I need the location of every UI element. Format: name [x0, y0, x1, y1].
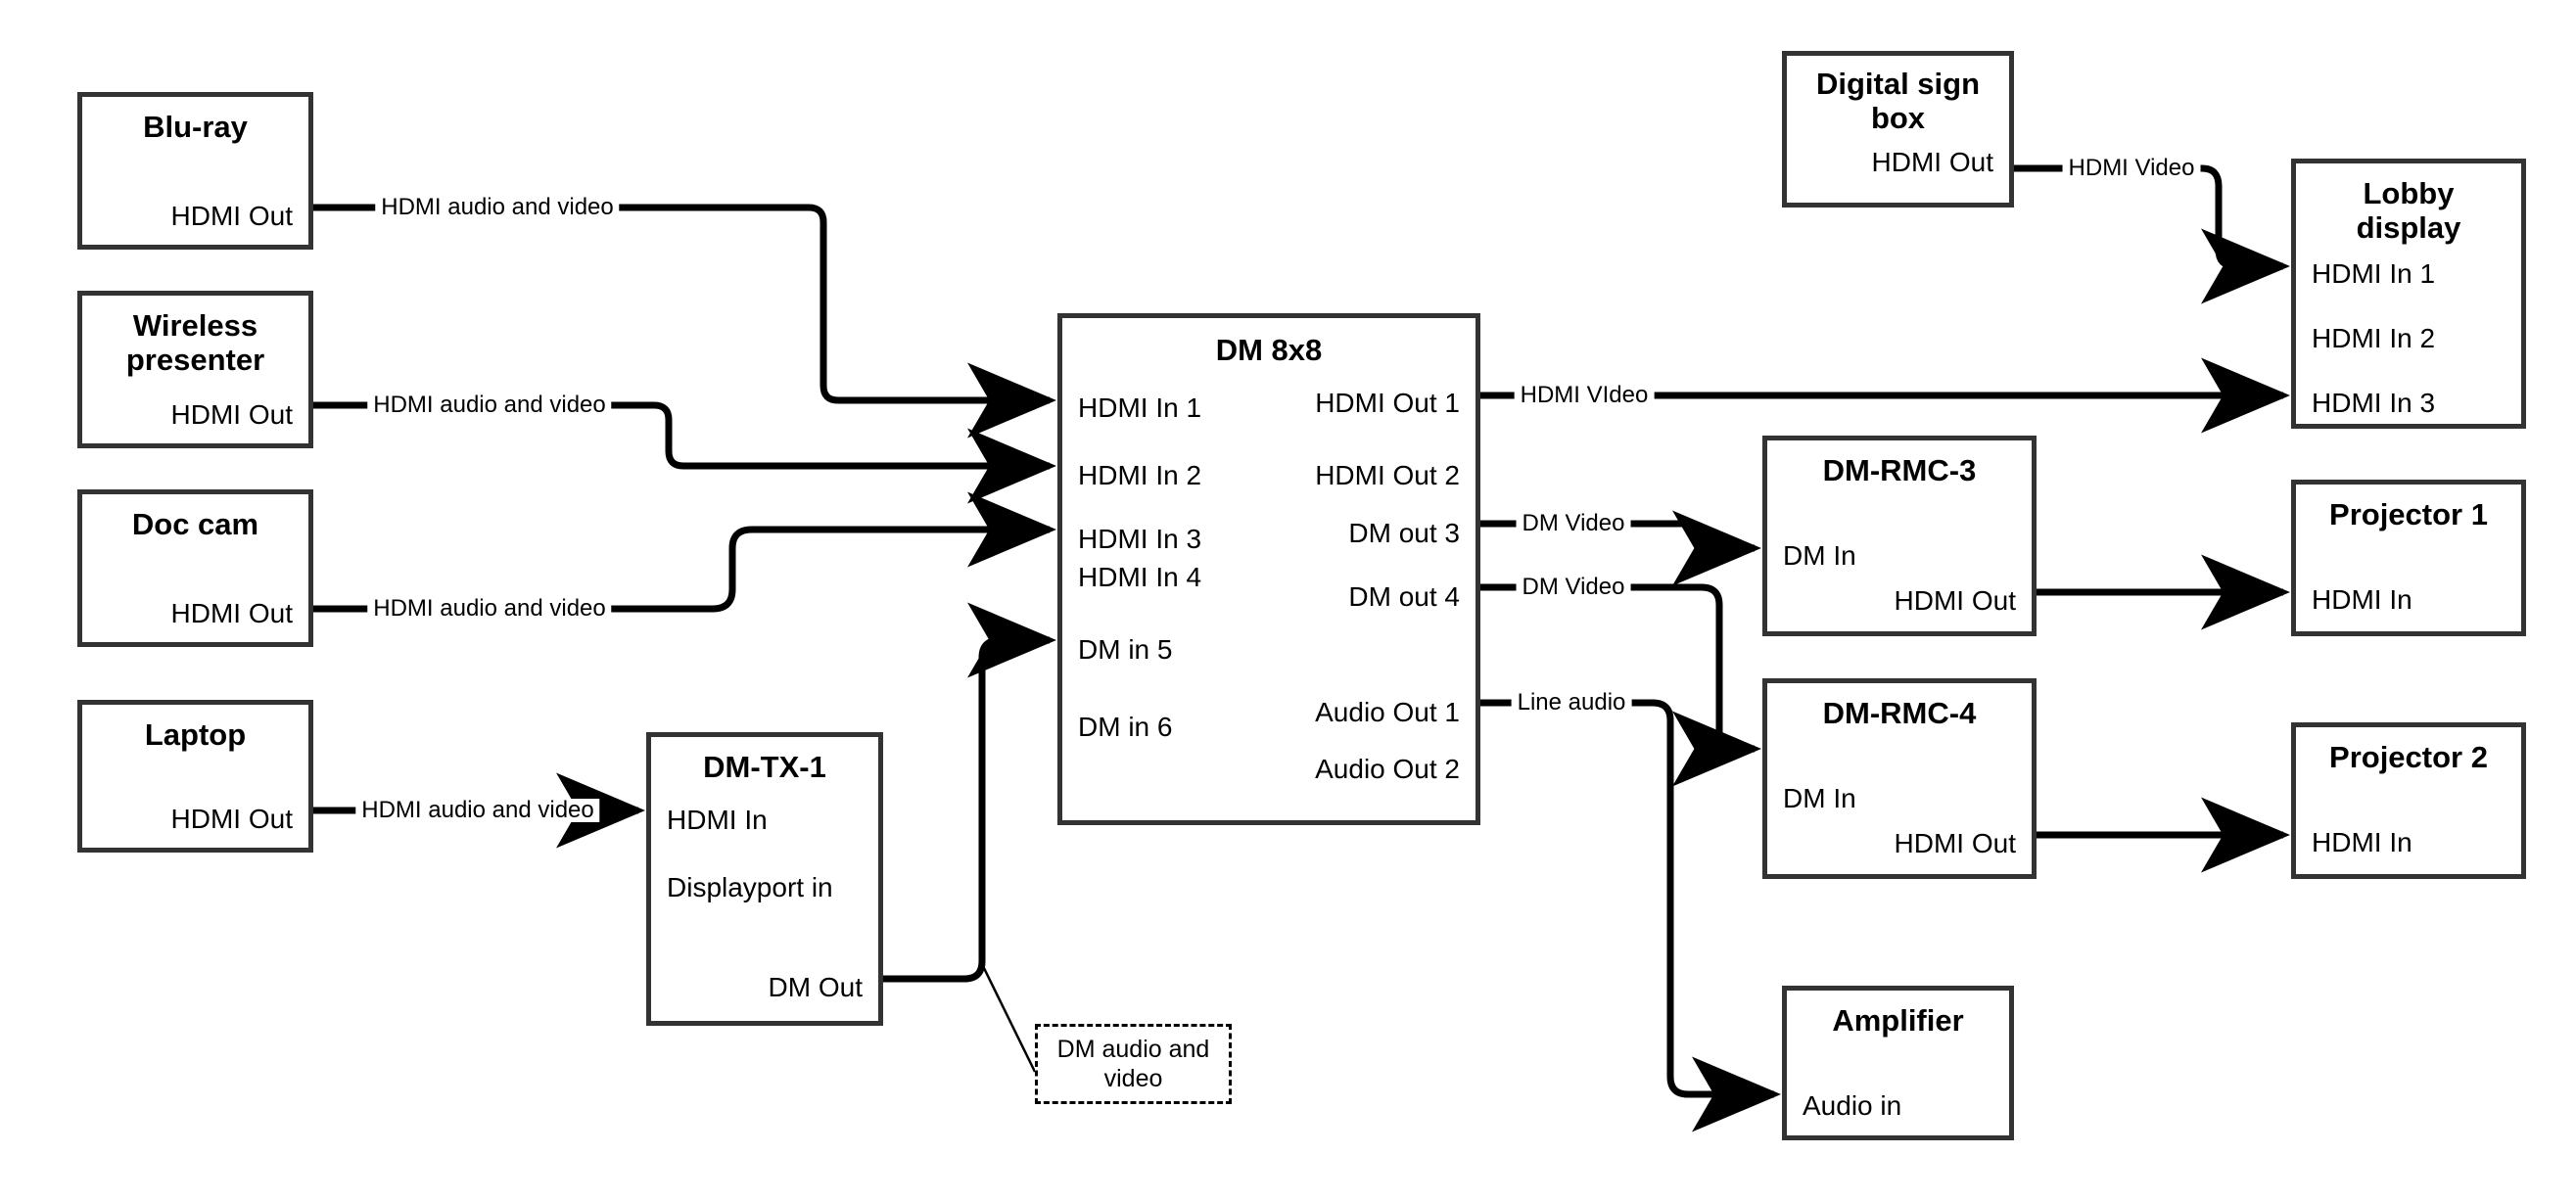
node-doc-cam-title: Doc cam: [131, 507, 259, 541]
node-dm-rmc-4-port-dm-in[interactable]: DM In: [1783, 783, 1856, 813]
node-dm-rmc-4-title: DM-RMC-4: [1822, 696, 1977, 730]
edge-label-sign-to-lobby: HDMI Video: [2062, 157, 2201, 180]
wire-dm8x8-audioout1-to-amplifier: [1480, 699, 1781, 1132]
node-doc-cam-port-hdmi-out[interactable]: HDMI Out: [170, 598, 293, 628]
node-doc-cam[interactable]: Doc cam HDMI Out: [77, 489, 313, 647]
wire-dm8x8-out4-to-dmrmc4: [1480, 583, 1761, 787]
node-lobby-display-title: Lobby display: [2356, 176, 2461, 245]
node-digital-sign-box[interactable]: Digital sign box HDMI Out: [1782, 51, 2014, 208]
node-dm-rmc-3[interactable]: DM-RMC-3 DM In HDMI Out: [1762, 436, 2037, 636]
node-dm-8x8-port-hdmi-in-2[interactable]: HDMI In 2: [1078, 460, 1202, 490]
edge-label-bluray-to-dm8x8: HDMI audio and video: [375, 196, 620, 219]
node-lobby-display-port-hdmi-in-1[interactable]: HDMI In 1: [2312, 258, 2436, 289]
node-bluray-port-hdmi-out[interactable]: HDMI Out: [170, 201, 293, 231]
node-dm-rmc-4[interactable]: DM-RMC-4 DM In HDMI Out: [1762, 678, 2037, 879]
node-dm-8x8-port-audio-out-2[interactable]: Audio Out 2: [1315, 754, 1460, 784]
node-projector-2-title: Projector 2: [2329, 740, 2488, 774]
node-dm-rmc-3-title: DM-RMC-3: [1822, 453, 1977, 487]
node-projector-2-port-hdmi-in[interactable]: HDMI In: [2312, 827, 2412, 857]
node-dm-8x8-port-hdmi-in-4[interactable]: HDMI In 4: [1078, 562, 1202, 592]
edge-label-dm8x8-dm-out-3: DM Video: [1516, 512, 1631, 535]
node-dm-8x8[interactable]: DM 8x8 HDMI In 1 HDMI In 2 HDMI In 3 HDM…: [1057, 313, 1480, 825]
node-digital-sign-box-title: Digital sign box: [1815, 67, 1981, 135]
node-dm-tx-1-port-hdmi-in[interactable]: HDMI In: [667, 805, 768, 835]
node-laptop[interactable]: Laptop HDMI Out: [77, 700, 313, 853]
node-dm-tx-1-title: DM-TX-1: [703, 750, 826, 784]
callout-dm-audio-and-video: DM audio and video: [1035, 1024, 1232, 1104]
node-dm-8x8-port-dm-out-3[interactable]: DM out 3: [1348, 518, 1460, 548]
node-projector-1-title: Projector 1: [2329, 497, 2488, 531]
node-dm-8x8-title: DM 8x8: [1215, 333, 1323, 367]
node-lobby-display[interactable]: Lobby display HDMI In 1 HDMI In 2 HDMI I…: [2291, 159, 2526, 429]
node-lobby-display-port-hdmi-in-3[interactable]: HDMI In 3: [2312, 388, 2436, 418]
node-wireless-presenter-port-hdmi-out[interactable]: HDMI Out: [170, 399, 293, 430]
node-dm-rmc-4-port-hdmi-out[interactable]: HDMI Out: [1894, 828, 2016, 858]
node-dm-8x8-port-dm-in-5[interactable]: DM in 5: [1078, 634, 1173, 665]
leader-dm-audio-video-callout: [980, 963, 1037, 1073]
node-dm-rmc-3-port-hdmi-out[interactable]: HDMI Out: [1894, 585, 2016, 616]
edge-label-doccam-to-dm8x8: HDMI audio and video: [367, 597, 612, 621]
node-dm-tx-1-port-displayport-in[interactable]: Displayport in: [667, 872, 833, 902]
node-digital-sign-box-port-hdmi-out[interactable]: HDMI Out: [1871, 147, 1993, 177]
node-bluray[interactable]: Blu-ray HDMI Out: [77, 92, 313, 250]
wire-dmtx1-to-dm8x8-in5: [883, 602, 1056, 983]
node-bluray-title: Blu-ray: [143, 110, 248, 144]
node-dm-8x8-port-hdmi-in-3[interactable]: HDMI In 3: [1078, 524, 1202, 554]
node-laptop-title: Laptop: [144, 717, 247, 752]
node-amplifier[interactable]: Amplifier Audio in: [1782, 986, 2014, 1140]
node-dm-tx-1-port-dm-out[interactable]: DM Out: [768, 972, 863, 1002]
edge-label-laptop-to-dmtx1: HDMI audio and video: [355, 799, 600, 822]
node-lobby-display-port-hdmi-in-2[interactable]: HDMI In 2: [2312, 323, 2436, 353]
node-amplifier-title: Amplifier: [1832, 1003, 1964, 1038]
node-projector-1-port-hdmi-in[interactable]: HDMI In: [2312, 584, 2412, 615]
node-wireless-presenter-title: Wireless presenter: [125, 308, 265, 377]
node-dm-8x8-port-audio-out-1[interactable]: Audio Out 1: [1315, 697, 1460, 727]
wire-sign-to-lobby-in1: [2014, 164, 2290, 304]
edge-label-dm8x8-dm-out-4: DM Video: [1516, 576, 1631, 599]
node-wireless-presenter[interactable]: Wireless presenter HDMI Out: [77, 291, 313, 448]
wire-bluray-to-dm8x8-in1: [313, 204, 1056, 439]
node-dm-tx-1[interactable]: DM-TX-1 HDMI In Displayport in DM Out: [646, 732, 883, 1026]
node-dm-8x8-port-hdmi-out-2[interactable]: HDMI Out 2: [1315, 460, 1460, 490]
node-dm-8x8-port-hdmi-out-1[interactable]: HDMI Out 1: [1315, 388, 1460, 418]
node-dm-8x8-port-dm-out-4[interactable]: DM out 4: [1348, 581, 1460, 612]
edge-label-wireless-to-dm8x8: HDMI audio and video: [367, 393, 612, 417]
edge-label-dm8x8-audio-out-1: Line audio: [1511, 691, 1632, 715]
node-projector-1[interactable]: Projector 1 HDMI In: [2291, 480, 2526, 636]
node-dm-rmc-3-port-dm-in[interactable]: DM In: [1783, 540, 1856, 571]
edge-label-dm8x8-hdmi-out-1: HDMI VIdeo: [1514, 384, 1655, 407]
node-laptop-port-hdmi-out[interactable]: HDMI Out: [170, 804, 293, 834]
node-dm-8x8-port-hdmi-in-1[interactable]: HDMI In 1: [1078, 393, 1202, 423]
node-dm-8x8-port-dm-in-6[interactable]: DM in 6: [1078, 712, 1173, 742]
node-projector-2[interactable]: Projector 2 HDMI In: [2291, 722, 2526, 879]
node-amplifier-port-audio-in[interactable]: Audio in: [1803, 1090, 1902, 1121]
